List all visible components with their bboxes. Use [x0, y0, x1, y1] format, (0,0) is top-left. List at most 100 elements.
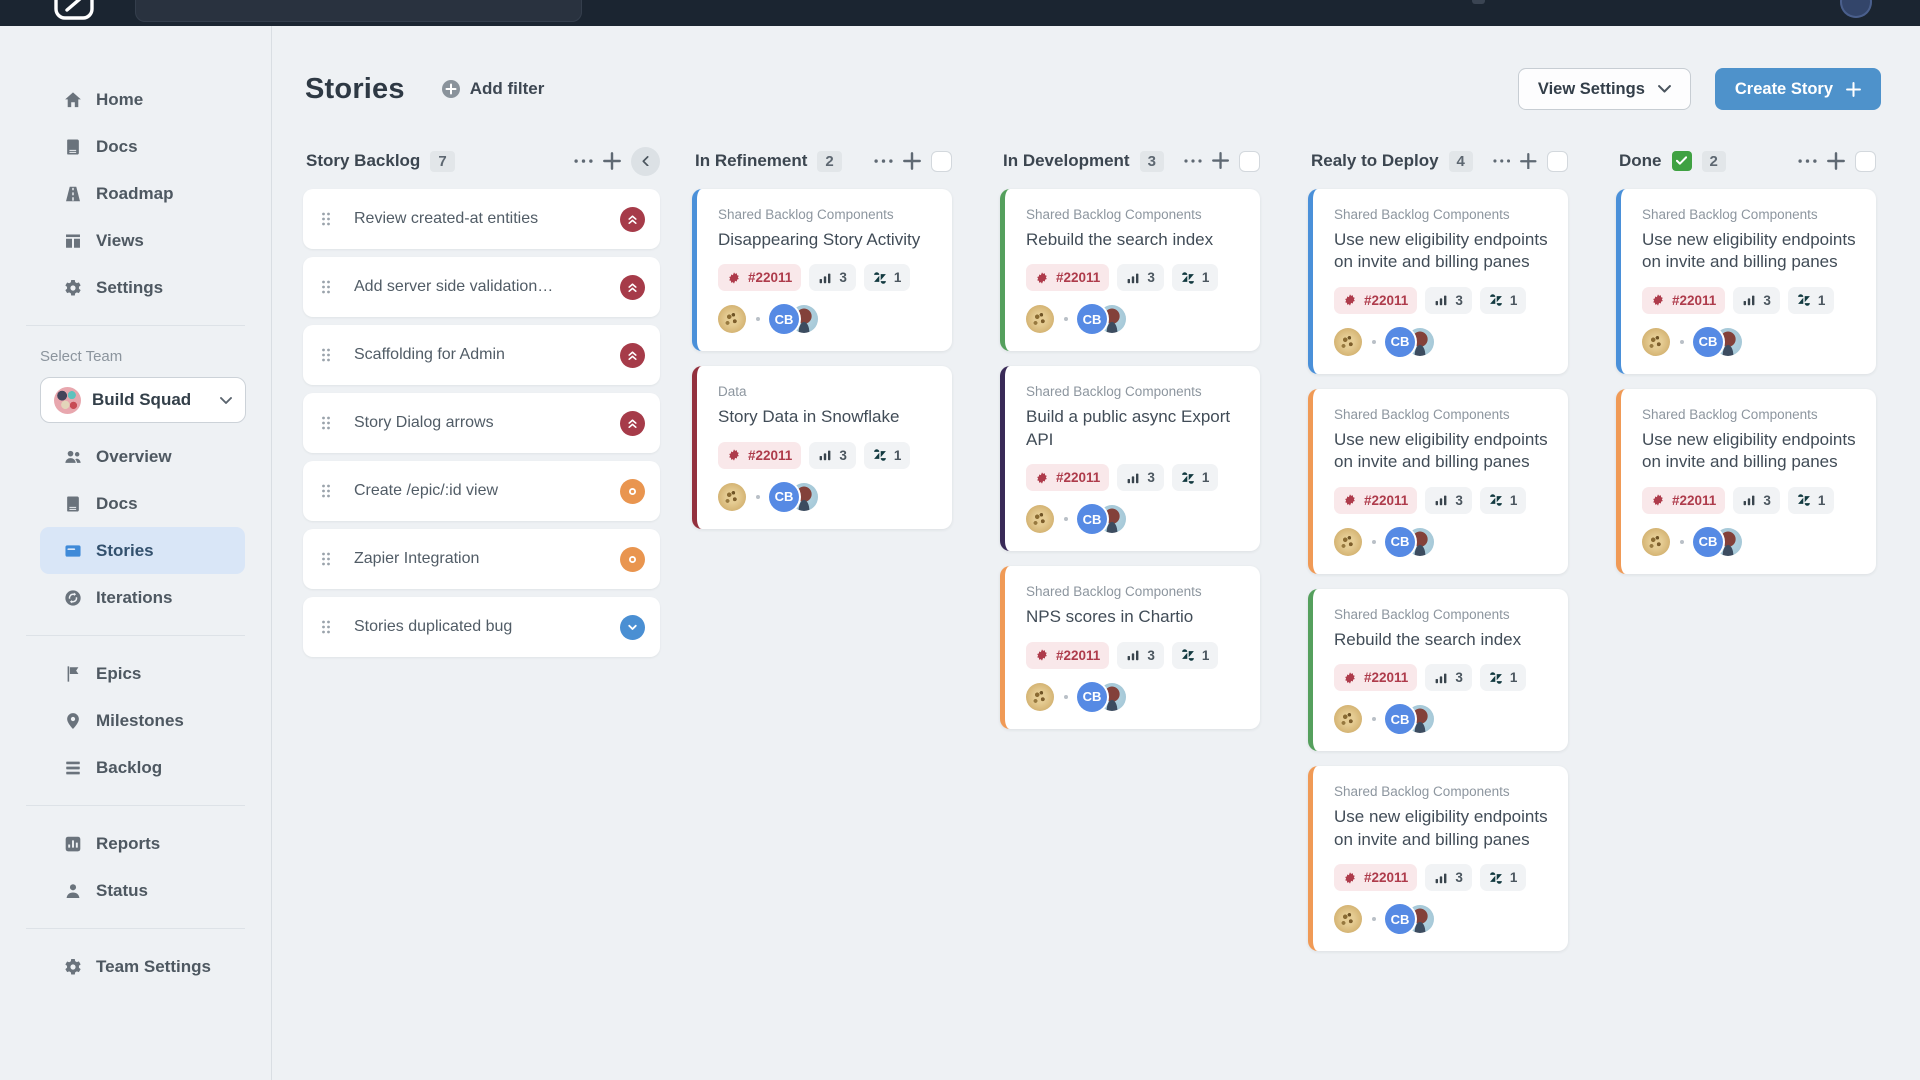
- sidebar-item-milestones[interactable]: Milestones: [40, 697, 245, 744]
- sidebar-item-stories[interactable]: Stories: [40, 527, 245, 574]
- column-menu-icon[interactable]: [1184, 159, 1202, 163]
- column-select-checkbox[interactable]: [931, 150, 952, 172]
- stack-icon: [64, 759, 82, 777]
- add-story-icon[interactable]: [1827, 152, 1845, 170]
- sidebar-item-docs[interactable]: Docs: [40, 480, 245, 527]
- bug-icon: [1651, 493, 1665, 507]
- card-project-label: Shared Backlog Components: [1026, 584, 1202, 600]
- sidebar-item-iterations[interactable]: Iterations: [40, 574, 245, 621]
- drag-handle-icon[interactable]: [321, 279, 331, 295]
- story-card[interactable]: Shared Backlog Components Rebuild the se…: [1308, 588, 1568, 752]
- backlog-story-row[interactable]: Add server side validation…: [303, 257, 660, 317]
- low-priority-badge: [620, 614, 645, 640]
- story-card[interactable]: Shared Backlog Components Disappearing S…: [692, 189, 952, 352]
- sidebar-item-home[interactable]: Home: [40, 76, 245, 123]
- add-story-icon[interactable]: [1520, 152, 1537, 170]
- view-settings-button[interactable]: View Settings: [1517, 68, 1691, 110]
- story-card[interactable]: Shared Backlog Components Use new eligib…: [1616, 388, 1876, 574]
- divider: [26, 325, 245, 326]
- zendesk-icon: [1489, 871, 1503, 885]
- backlog-story-row[interactable]: Scaffolding for Admin: [303, 325, 660, 385]
- sidebar-item-views[interactable]: Views: [40, 217, 245, 264]
- zendesk-badge: 1: [1479, 486, 1527, 514]
- column-menu-icon[interactable]: [574, 159, 593, 163]
- backlog-story-row[interactable]: Story Dialog arrows: [303, 393, 660, 453]
- story-card[interactable]: Shared Backlog Components Build a public…: [1000, 366, 1260, 552]
- sidebar-item-settings[interactable]: Settings: [40, 264, 245, 311]
- tasks-badge: 3: [809, 441, 856, 469]
- backlog-story-title: Review created-at entities: [354, 210, 539, 227]
- done-check-icon: [1671, 151, 1692, 171]
- card-badges: #22011 3 1: [718, 264, 936, 292]
- drag-handle-icon[interactable]: [321, 619, 331, 635]
- sidebar-item-reports[interactable]: Reports: [40, 820, 245, 867]
- search-input[interactable]: [135, 0, 582, 22]
- bar-chart-icon: [1742, 493, 1756, 507]
- column-select-checkbox[interactable]: [1855, 150, 1876, 172]
- story-card[interactable]: Shared Backlog Components NPS scores in …: [1000, 566, 1260, 729]
- notifications-icon[interactable]: [1472, 0, 1485, 4]
- sidebar-item-epics[interactable]: Epics: [40, 650, 245, 697]
- column-header: In Refinement 2: [692, 146, 952, 176]
- zendesk-badge: 1: [1787, 486, 1835, 514]
- dot-separator: [1680, 539, 1684, 544]
- drag-handle-icon[interactable]: [321, 211, 331, 227]
- sidebar-item-label: Stories: [96, 540, 154, 560]
- add-story-icon[interactable]: [903, 152, 921, 170]
- story-card[interactable]: Shared Backlog Components Rebuild the se…: [1000, 189, 1260, 352]
- team-selector[interactable]: Build Squad: [40, 377, 246, 423]
- backlog-story-title: Create /epic/:id view: [354, 482, 499, 499]
- story-card[interactable]: Shared Backlog Components Use new eligib…: [1308, 189, 1568, 374]
- story-card[interactable]: Shared Backlog Components Use new eligib…: [1308, 388, 1568, 574]
- story-card[interactable]: Shared Backlog Components Use new eligib…: [1308, 766, 1568, 952]
- sidebar-item-roadmap[interactable]: Roadmap: [40, 170, 245, 217]
- card-project-label: Shared Backlog Components: [1334, 606, 1510, 622]
- backlog-story-row[interactable]: Stories duplicated bug: [303, 597, 660, 657]
- zendesk-badge: 1: [1479, 664, 1527, 692]
- drag-handle-icon[interactable]: [321, 347, 331, 363]
- backlog-story-title: Stories duplicated bug: [354, 618, 513, 635]
- create-story-button[interactable]: Create Story: [1714, 68, 1881, 110]
- backlog-story-row[interactable]: Review created-at entities: [303, 189, 660, 249]
- sidebar-item-label: Overview: [96, 446, 172, 466]
- sidebar-item-status[interactable]: Status: [40, 867, 245, 914]
- dot-separator: [756, 494, 760, 499]
- drag-handle-icon[interactable]: [321, 551, 331, 567]
- sidebar-item-backlog[interactable]: Backlog: [40, 744, 245, 791]
- sidebar-item-label: Settings: [96, 277, 164, 297]
- drag-handle-icon[interactable]: [321, 483, 331, 499]
- app-logo-icon[interactable]: [52, 0, 96, 22]
- bug-icon: [1651, 293, 1665, 307]
- sidebar-item-team-settings[interactable]: Team Settings: [40, 943, 245, 990]
- column-count-badge: 2: [817, 150, 842, 172]
- backlog-story-row[interactable]: Create /epic/:id view: [303, 461, 660, 521]
- column-menu-icon[interactable]: [874, 159, 893, 163]
- column-menu-icon[interactable]: [1493, 159, 1511, 163]
- zendesk-icon: [1489, 493, 1503, 507]
- sidebar-item-docs[interactable]: Docs: [40, 123, 245, 170]
- tasks-badge: 3: [1733, 486, 1780, 514]
- card-title: NPS scores in Chartio: [1026, 607, 1194, 627]
- add-filter-button[interactable]: Add filter: [441, 79, 544, 99]
- column-menu-icon[interactable]: [1798, 159, 1817, 163]
- story-card[interactable]: Shared Backlog Components Use new eligib…: [1616, 189, 1876, 374]
- card-avatars: CB: [1026, 304, 1244, 335]
- backlog-story-row[interactable]: Zapier Integration: [303, 529, 660, 589]
- add-story-icon[interactable]: [1211, 152, 1229, 170]
- column-select-checkbox[interactable]: [1239, 150, 1260, 172]
- gear-icon: [64, 279, 82, 297]
- zendesk-badge: 1: [863, 441, 911, 469]
- add-story-icon[interactable]: [603, 152, 621, 170]
- divider: [26, 635, 245, 636]
- sidebar-item-overview[interactable]: Overview: [40, 433, 245, 480]
- tasks-badge: 3: [1117, 641, 1164, 669]
- story-card[interactable]: Data Story Data in Snowflake #22011 3 1 …: [692, 366, 952, 529]
- bug-badge: #22011: [718, 264, 802, 292]
- column-select-checkbox[interactable]: [1547, 150, 1568, 172]
- drag-handle-icon[interactable]: [321, 415, 331, 431]
- collapse-column-button[interactable]: [631, 146, 660, 176]
- tasks-badge: 3: [1425, 664, 1472, 692]
- chevron-down-icon: [1657, 85, 1671, 93]
- user-avatar[interactable]: [1840, 0, 1872, 18]
- bar-chart-icon: [818, 448, 832, 462]
